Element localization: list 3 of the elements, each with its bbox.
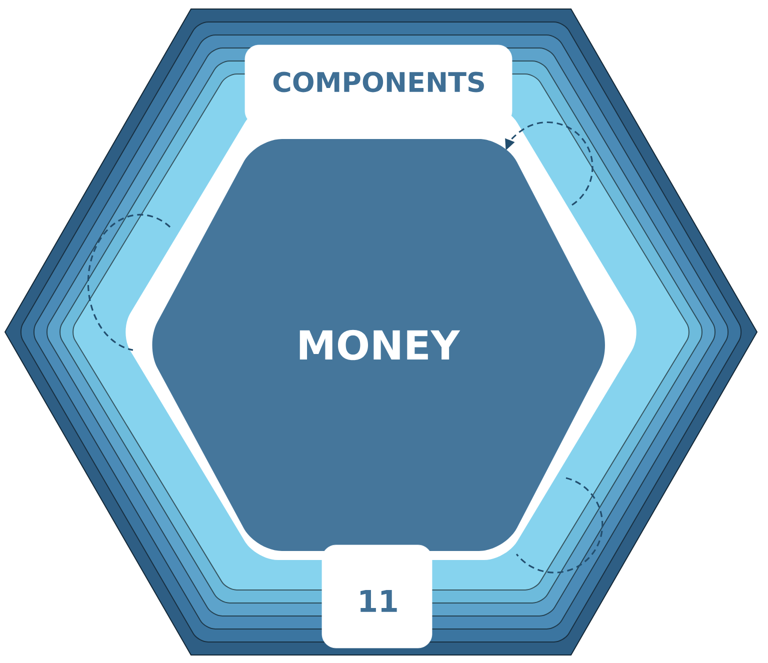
number-tab: 11 <box>322 544 432 648</box>
center-hexagon: MONEY <box>152 139 605 551</box>
title-tab: COMPONENTS <box>244 44 512 126</box>
